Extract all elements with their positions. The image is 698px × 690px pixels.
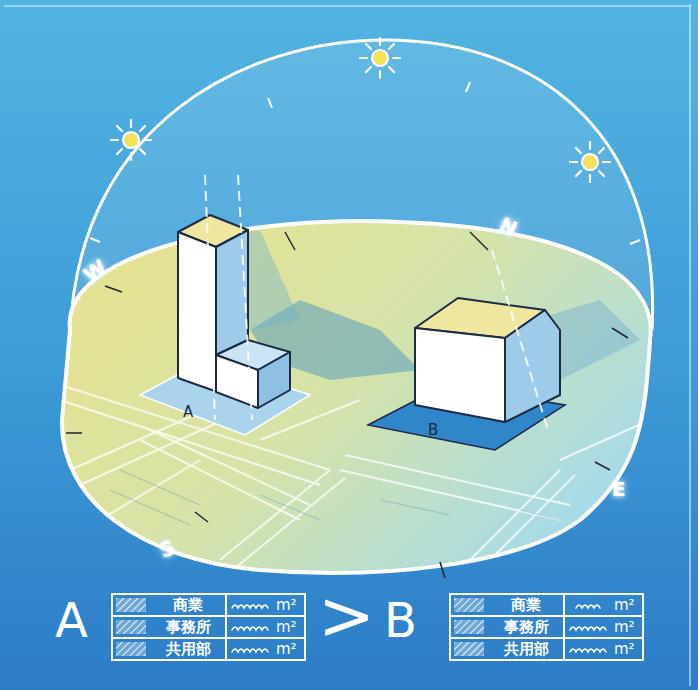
table-unit: m² [614, 619, 635, 636]
compass-letter: E [612, 478, 626, 500]
table-cell: 事務所 [488, 619, 564, 636]
table-unit: m² [276, 619, 297, 636]
building-label: B [428, 422, 438, 439]
comparison-sign: > [318, 582, 375, 650]
table-cell: 共用部 [150, 641, 226, 658]
table-unit: m² [276, 641, 297, 658]
table-cell: 商業 [150, 597, 226, 614]
table-cell: 事務所 [150, 619, 226, 636]
table-unit: m² [614, 597, 635, 614]
building-label: A [183, 404, 193, 421]
comparison-letter: A [55, 596, 88, 644]
table-cell: 共用部 [488, 641, 564, 658]
table-unit: m² [614, 641, 635, 658]
table-cell: 商業 [488, 597, 564, 614]
comparison-letter: B [384, 596, 417, 644]
table-unit: m² [276, 597, 297, 614]
